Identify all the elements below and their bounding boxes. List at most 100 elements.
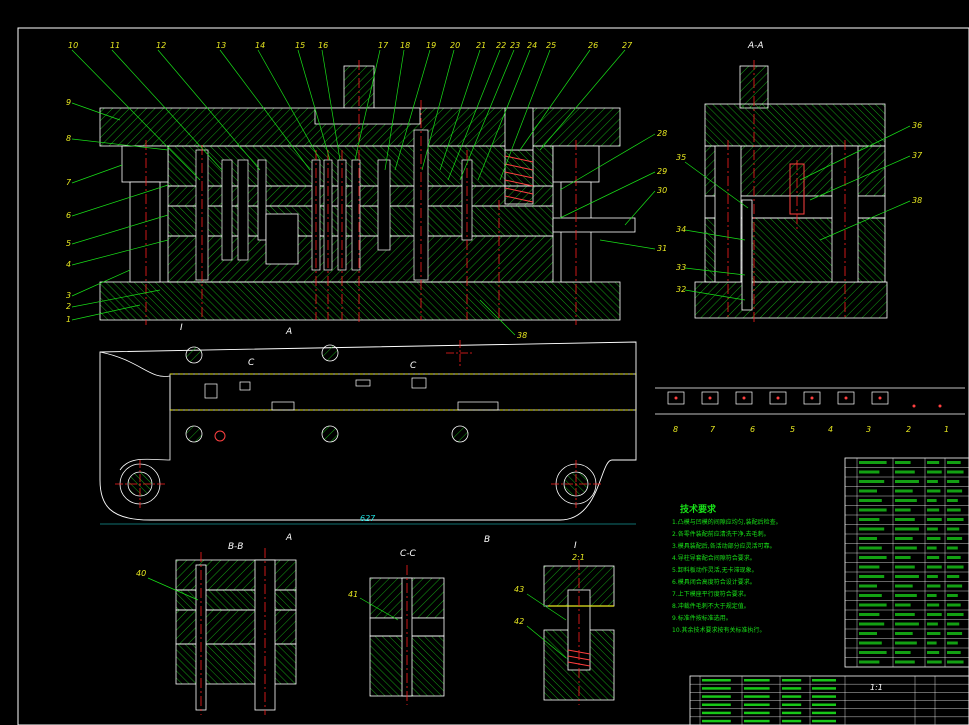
parts-table-entry — [859, 641, 882, 645]
parts-table-entry — [927, 527, 938, 531]
parts-table-entry — [927, 632, 941, 635]
title-block-scale: 1:1 — [870, 683, 883, 692]
parts-table-entry — [895, 470, 915, 474]
parts-table-entry — [947, 575, 960, 578]
part-label-30: 30 — [657, 186, 667, 195]
section-bb-view: B-B 40 — [136, 542, 297, 715]
part-label-29: 29 — [657, 167, 667, 176]
part-label-5: 5 — [66, 239, 71, 248]
strip-layout: 8 7 6 5 4 3 2 1 — [655, 387, 965, 434]
parts-table-entry — [859, 575, 885, 578]
title-block-entry — [812, 687, 836, 690]
parts-table-entry — [927, 594, 937, 597]
parts-table-entry — [927, 470, 942, 474]
parts-table-entry — [895, 527, 919, 531]
parts-table-entry — [927, 660, 942, 664]
part-label-19: 19 — [426, 41, 436, 50]
part-label-37: 37 — [912, 151, 923, 160]
part-label-42: 42 — [514, 617, 524, 626]
parts-table-entry — [947, 584, 963, 588]
parts-table-entry — [859, 603, 887, 607]
parts-table-entry — [859, 470, 880, 474]
strip-station-8: 8 — [673, 425, 678, 434]
part-label-9: 9 — [66, 98, 71, 107]
detail-marker-i: I — [180, 323, 183, 333]
note-line: 4.导柱导套配合间隙符合要求。 — [672, 554, 756, 562]
parts-table-entry — [859, 489, 877, 493]
part-label-43: 43 — [514, 585, 524, 594]
parts-table-entry — [859, 632, 877, 635]
part-label-15: 15 — [295, 41, 305, 50]
parts-table-entry — [947, 480, 960, 483]
parts-table-entry — [895, 641, 917, 645]
parts-table-entry — [927, 499, 937, 502]
technical-notes: 技术要求 1.凸模与凹模的间隙应均匀,装配后检查。 2.各零件装配前应清洗干净,… — [672, 503, 782, 634]
parts-table-entry — [927, 537, 941, 540]
title-block-entry — [744, 679, 770, 682]
parts-table-entry — [947, 537, 963, 540]
title-block-entry — [812, 711, 836, 715]
part-label-38-aa: 38 — [912, 196, 922, 205]
section-cc-view: C-C 41 — [348, 549, 445, 705]
parts-table-entry — [927, 603, 940, 607]
parts-table-entry — [947, 651, 961, 654]
title-block-entry — [812, 703, 836, 706]
title-block-entry — [782, 679, 802, 682]
parts-table-entry — [947, 470, 964, 474]
note-line: 3.模具装配后,各活动部分应灵活可靠。 — [672, 542, 776, 550]
parts-table-entry — [859, 584, 877, 588]
strip-station-7: 7 — [710, 425, 716, 434]
detail-scale: 2:1 — [572, 553, 585, 562]
parts-table-entry — [947, 546, 958, 550]
parts-table-entry — [947, 556, 961, 559]
part-label-31: 31 — [657, 244, 667, 253]
parts-table-entry — [895, 594, 917, 597]
parts-list-table — [844, 457, 969, 668]
parts-table-entry — [927, 546, 937, 550]
part-label-33: 33 — [676, 263, 686, 272]
title-block-entry — [702, 687, 731, 690]
title-block-entry — [744, 719, 770, 723]
parts-table-entry — [927, 518, 942, 521]
note-line: 10.其余技术要求按有关标准执行。 — [672, 626, 766, 634]
note-line: 6.模具闭合高度符合设计要求。 — [672, 578, 756, 586]
title-block-entry — [782, 719, 802, 723]
title-block-entry — [744, 703, 770, 706]
part-label-12: 12 — [156, 41, 166, 50]
parts-table-entry — [927, 651, 940, 654]
parts-table-entry — [895, 651, 911, 654]
part-label-41: 41 — [348, 590, 358, 599]
drawing-frame — [17, 27, 969, 725]
parts-table-entry — [859, 556, 887, 559]
parts-table-entry — [947, 527, 960, 531]
part-label-35: 35 — [676, 153, 686, 162]
section-cc-title: C-C — [400, 549, 417, 559]
title-block-entry — [702, 679, 731, 682]
title-block-entry — [744, 711, 770, 715]
part-label-11: 11 — [110, 41, 120, 50]
parts-table-entry — [895, 632, 913, 635]
part-label-10: 10 — [68, 41, 78, 50]
parts-table-entry — [947, 641, 958, 645]
parts-table-entry — [927, 556, 940, 559]
title-block-entry — [702, 703, 731, 706]
parts-table-entry — [895, 489, 913, 493]
parts-table-entry — [895, 556, 911, 559]
part-label-4: 4 — [66, 260, 71, 269]
section-marker-a-bottom: A — [285, 533, 292, 543]
strip-station-5: 5 — [790, 425, 795, 434]
parts-table-entry — [895, 508, 911, 512]
parts-table-entry — [927, 461, 940, 464]
part-label-40: 40 — [136, 569, 146, 578]
title-block-entry — [744, 695, 770, 698]
title-block-entry — [702, 719, 731, 723]
parts-table-entry — [927, 622, 938, 626]
strip-station-6: 6 — [750, 425, 755, 434]
parts-table-entry — [927, 480, 938, 483]
note-line: 2.各零件装配前应清洗干净,去毛刺。 — [672, 530, 770, 538]
part-label-27: 27 — [622, 41, 633, 50]
title-block-entry — [782, 695, 802, 698]
parts-table-entry — [859, 660, 880, 664]
parts-table-entry — [895, 546, 917, 550]
parts-table-entry — [947, 660, 964, 664]
